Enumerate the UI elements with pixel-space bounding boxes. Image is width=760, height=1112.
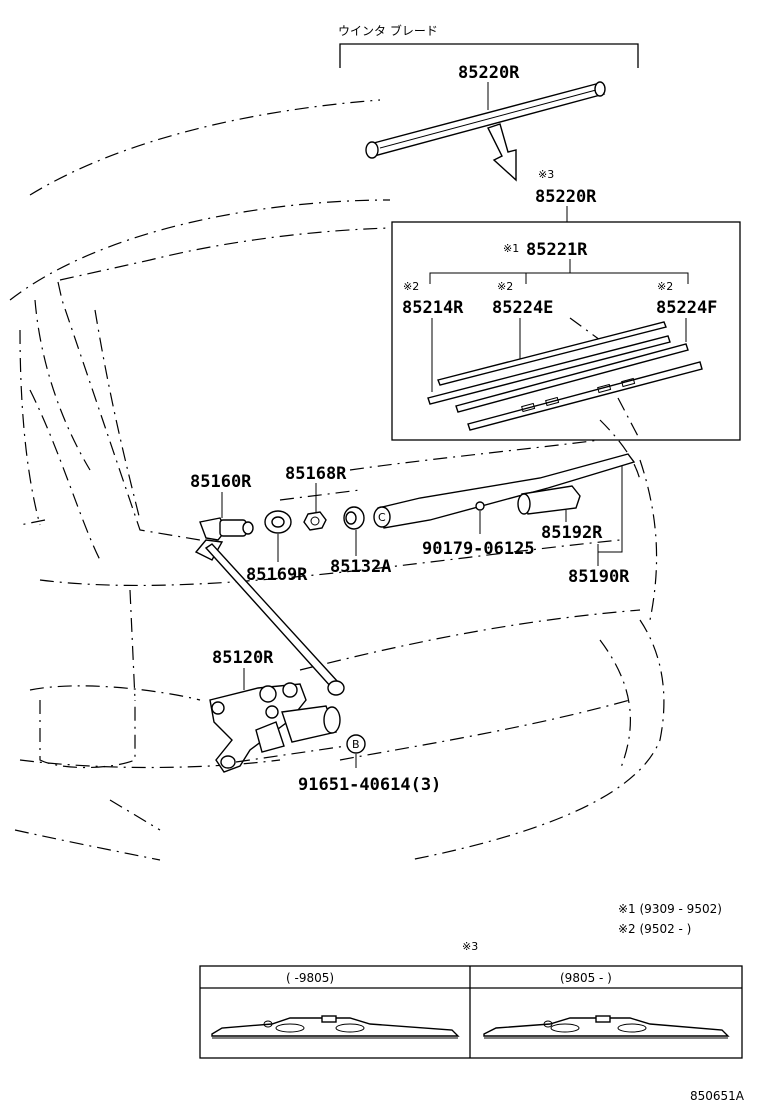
mark-2-c: ※2 bbox=[657, 280, 673, 293]
circle-b bbox=[346, 734, 366, 754]
label-85132A: 85132A bbox=[330, 557, 391, 577]
table-col-2-header: (9805 - ) bbox=[560, 971, 612, 985]
motor-85120R bbox=[209, 682, 341, 773]
label-85169R: 85169R bbox=[246, 565, 308, 585]
label-85160R: 85160R bbox=[190, 472, 252, 492]
screw-90179 bbox=[475, 501, 485, 511]
cover-85192R bbox=[517, 485, 581, 515]
mark-2-b: ※2 bbox=[497, 280, 513, 293]
wiper-arm-group: 85160R 85168R 85169R bbox=[190, 453, 636, 696]
vehicle-body-outline bbox=[9, 99, 665, 861]
label-85192R: 85192R bbox=[541, 523, 603, 543]
arm-85190R: C bbox=[373, 453, 636, 529]
notes: ※1 (9309 - 9502) ※2 (9502 - ) ※3 bbox=[462, 902, 722, 953]
mark-3-top: ※3 bbox=[538, 168, 554, 181]
wiper-motor-group: 85120R B 91651-40614(3) bbox=[209, 648, 441, 795]
table-col-1-header: ( -9805) bbox=[286, 971, 334, 985]
circle-c-label: C bbox=[378, 511, 386, 524]
label-85214R: 85214R bbox=[402, 298, 464, 318]
label-85168R: 85168R bbox=[285, 464, 347, 484]
label-91651: 91651-40614(3) bbox=[298, 775, 441, 795]
mark-2-a: ※2 bbox=[403, 280, 419, 293]
blade-kit-group: ※3 85220R ※1 85221R ※2 ※2 ※2 85214R 8522… bbox=[391, 168, 741, 441]
kit-box bbox=[391, 221, 741, 441]
mark-3-table: ※3 bbox=[462, 940, 478, 953]
down-arrow-icon bbox=[487, 123, 517, 182]
washer-85169R bbox=[264, 510, 292, 534]
note-2: ※2 (9502 - ) bbox=[618, 922, 691, 936]
nut-85168R bbox=[303, 511, 327, 531]
label-85224E: 85224E bbox=[492, 298, 553, 318]
winter-blade-heading: ウインタ ブレード bbox=[338, 23, 438, 38]
circle-b-label: B bbox=[352, 738, 360, 751]
label-90179: 90179-06125 bbox=[422, 539, 535, 559]
winter-blade-part bbox=[365, 81, 606, 159]
variant-table: ( -9805) (9805 - ) bbox=[199, 965, 743, 1059]
label-85220R-box: 85220R bbox=[535, 187, 597, 207]
cap-85132A bbox=[343, 506, 365, 530]
figure-id: 850651A bbox=[690, 1089, 745, 1103]
blade-variant-2 bbox=[483, 1015, 730, 1039]
label-85220R-top: 85220R bbox=[458, 63, 520, 83]
label-85190R: 85190R bbox=[568, 567, 630, 587]
label-85120R: 85120R bbox=[212, 648, 274, 668]
winter-blade-group: ウインタ ブレード 85220R bbox=[338, 23, 639, 182]
kit-strips bbox=[427, 321, 703, 431]
blade-variant-1 bbox=[211, 1015, 460, 1039]
pivot-part bbox=[194, 517, 345, 696]
mark-1-kit: ※1 bbox=[503, 242, 519, 255]
label-85224F: 85224F bbox=[656, 298, 717, 318]
label-85221R: 85221R bbox=[526, 240, 588, 260]
note-1: ※1 (9309 - 9502) bbox=[618, 902, 722, 916]
